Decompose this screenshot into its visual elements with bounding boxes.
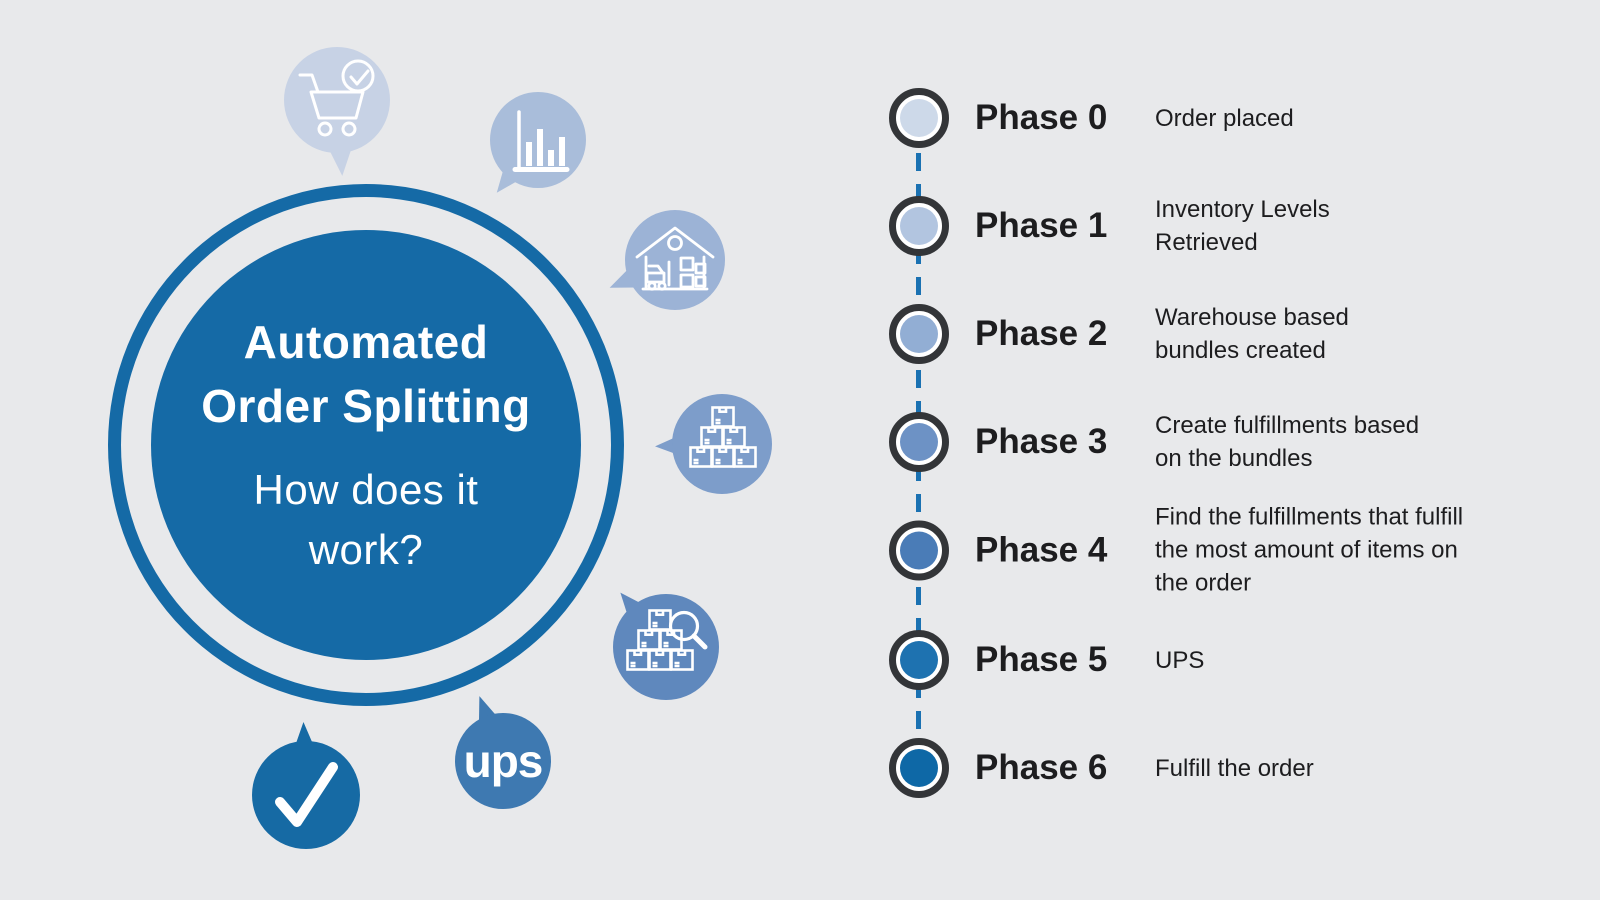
phase-3-label: Phase 3 <box>975 422 1108 461</box>
boxes-magnifier-bubble <box>613 592 719 700</box>
phase-0-dot <box>889 88 949 148</box>
boxes-magnifier-icon <box>626 609 708 671</box>
phase-2-dot <box>889 304 949 364</box>
stacked-boxes-bubble <box>655 394 772 494</box>
phase-5-dot <box>889 630 949 690</box>
phase-6-label: Phase 6 <box>975 748 1108 787</box>
phase-0-description: Order placed <box>1155 104 1294 132</box>
cart-check-bubble <box>284 47 390 176</box>
ups-bubble: ups <box>455 696 551 809</box>
ups-logo-text: ups <box>464 735 543 787</box>
phase-row-5: Phase 5 UPS <box>889 630 1204 690</box>
checkmark-bubble <box>252 722 360 849</box>
phase-row-0: Phase 0 Order placed <box>889 88 1294 148</box>
phase-2-label: Phase 2 <box>975 314 1108 353</box>
phase-1-dot <box>889 196 949 256</box>
phase-0-label: Phase 0 <box>975 98 1108 137</box>
phase-row-4: Phase 4 Find the fulfillments that fulfi… <box>889 501 1463 600</box>
warehouse-bubble <box>609 210 725 310</box>
phase-4-label: Phase 4 <box>975 530 1108 569</box>
bar-chart-bubble <box>490 92 586 193</box>
checkmark-icon <box>275 762 338 827</box>
phase-3-dot <box>889 412 949 472</box>
warehouse-icon <box>635 226 715 291</box>
phase-6-description: Fulfill the order <box>1155 754 1314 782</box>
phase-5-description: UPS <box>1155 646 1205 674</box>
phase-6-dot <box>889 738 949 798</box>
bar-chart-icon <box>512 110 570 172</box>
phase-5-label: Phase 5 <box>975 640 1108 679</box>
phase-4-dot <box>889 520 949 580</box>
phase-1-label: Phase 1 <box>975 206 1108 245</box>
cart-check-icon <box>298 59 375 137</box>
phase-row-6: Phase 6 Fulfill the order <box>889 738 1314 798</box>
